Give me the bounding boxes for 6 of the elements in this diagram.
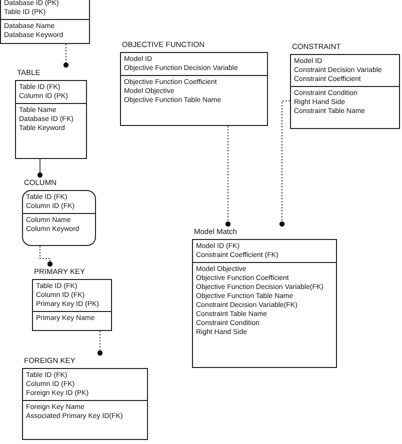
relationship-line (279, 100, 290, 227)
relationship-line (63, 44, 69, 68)
relationship-line (225, 126, 231, 227)
relationship-line (97, 330, 103, 356)
relationship-line (40, 246, 53, 267)
relationship-line (37, 158, 43, 178)
